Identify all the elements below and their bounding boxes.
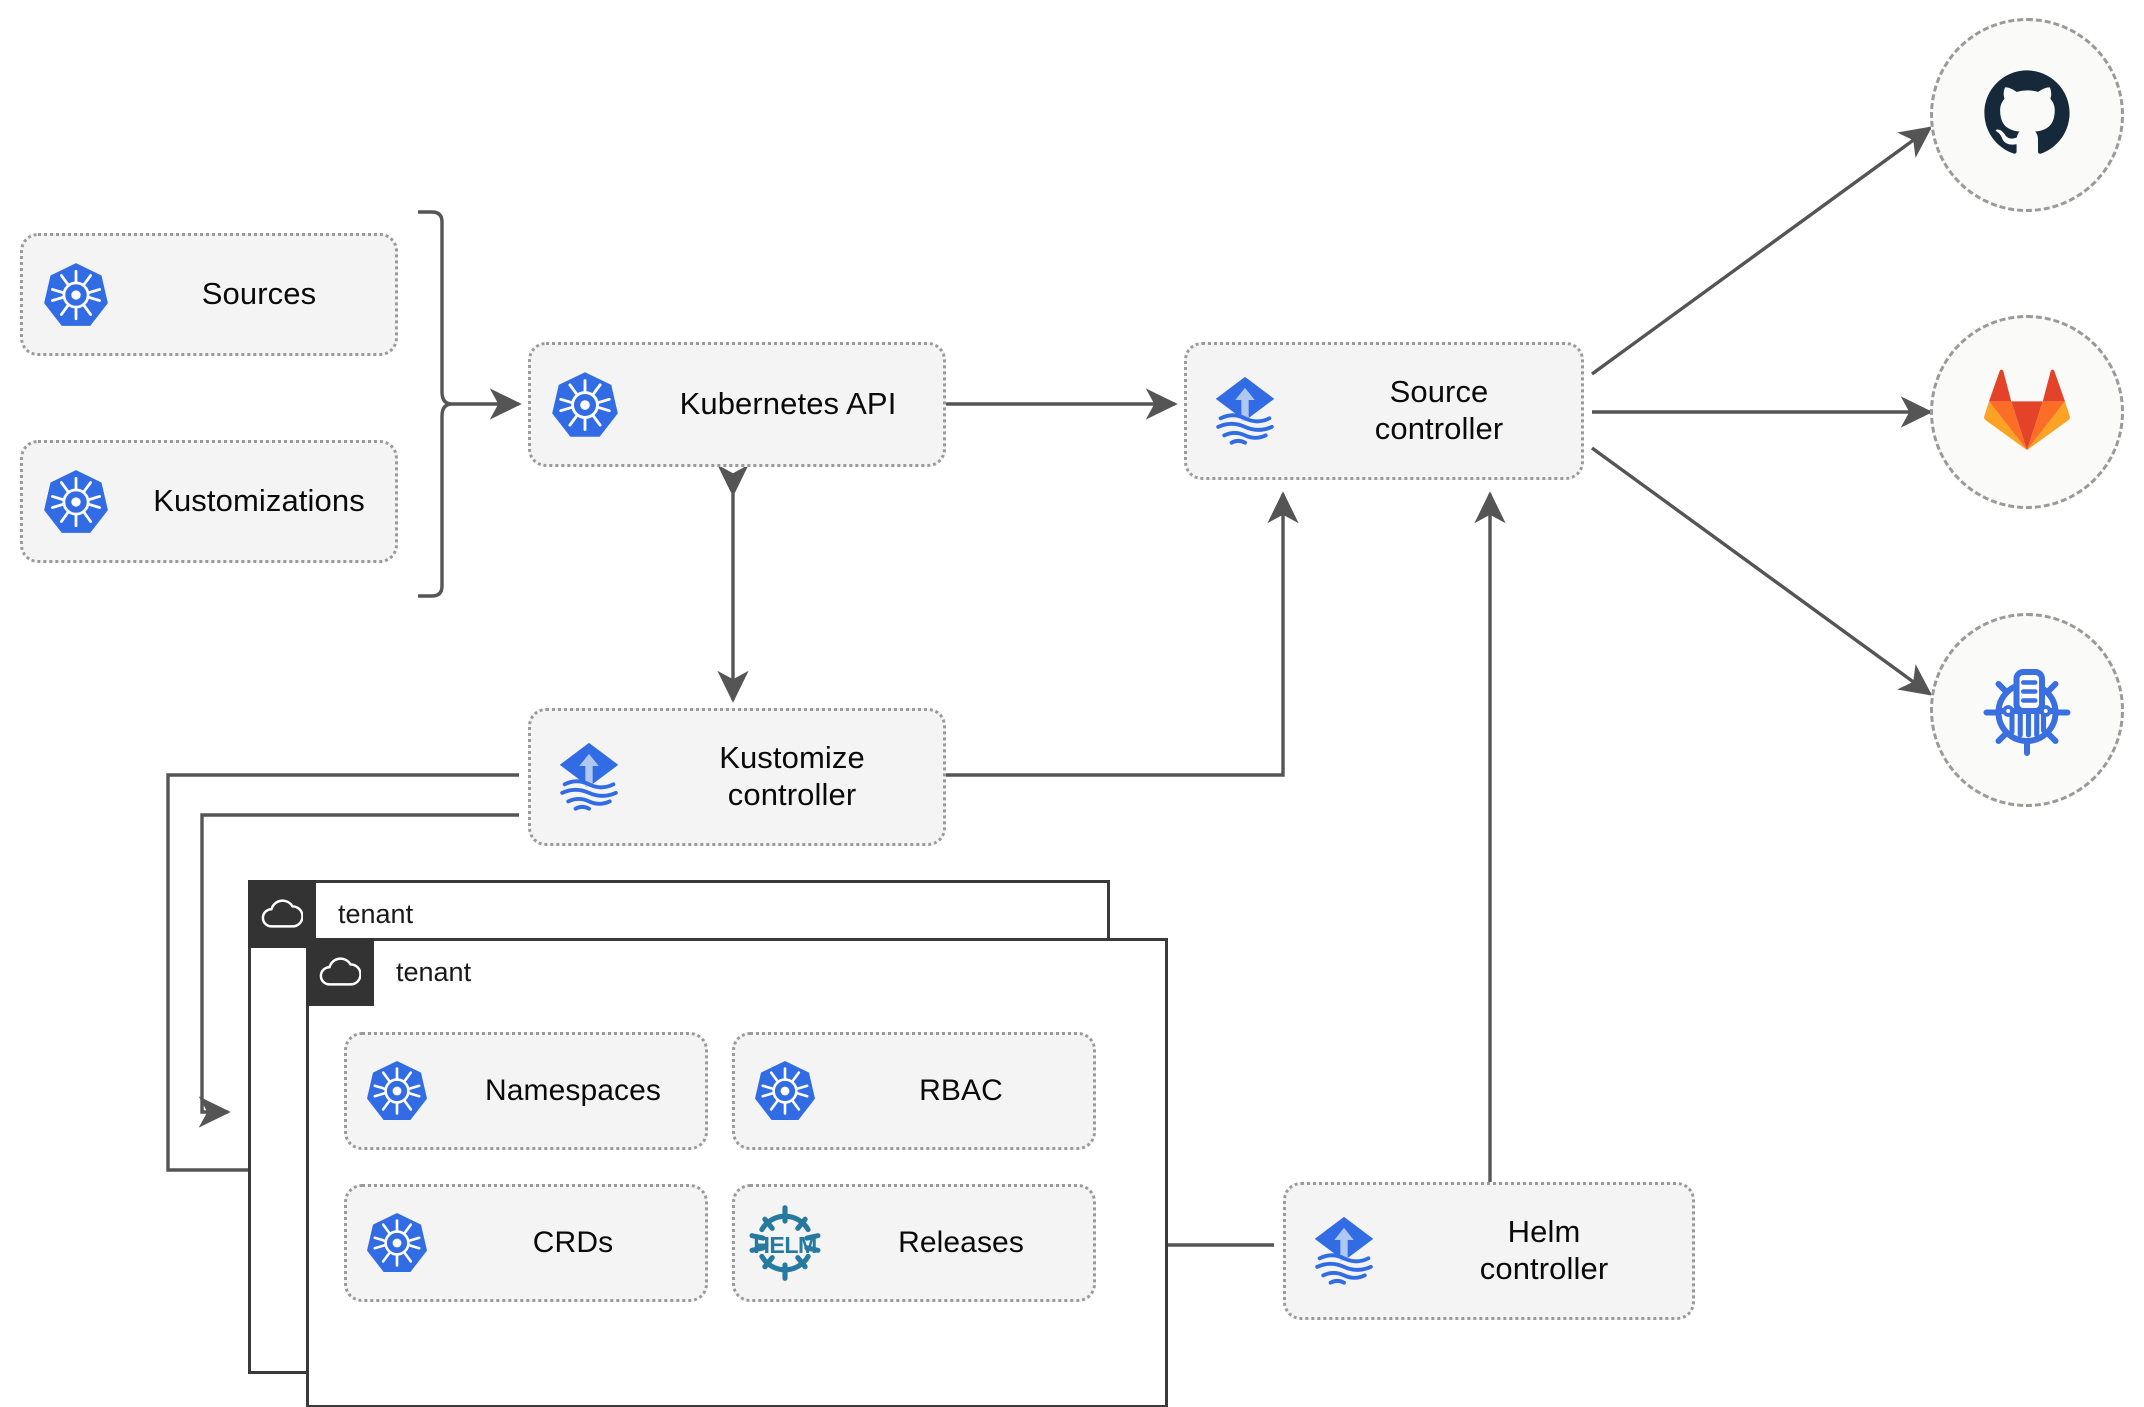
kubernetes-icon <box>735 1059 835 1123</box>
flux-icon <box>531 738 647 816</box>
kubernetes-icon <box>23 261 129 329</box>
node-label: Releases <box>898 1226 1024 1260</box>
node-label: Source controller <box>1374 374 1504 446</box>
node-label: Helm controller <box>1479 1214 1609 1286</box>
kubernetes-icon <box>347 1059 447 1123</box>
node-label: RBAC <box>919 1074 1003 1108</box>
node-label: Kubernetes API <box>679 386 897 422</box>
node-label: Namespaces <box>484 1074 662 1108</box>
helm-logo-icon: HELM <box>735 1204 835 1282</box>
kubernetes-icon <box>531 370 639 440</box>
node-releases[interactable]: HELM Releases <box>732 1184 1096 1302</box>
provider-github[interactable] <box>1930 18 2124 212</box>
connector-kustomize-to-source <box>945 491 1299 777</box>
provider-helm-repository[interactable] <box>1930 613 2124 807</box>
node-label: Kustomizations <box>153 483 365 519</box>
node-namespaces[interactable]: Namespaces <box>344 1032 708 1150</box>
kubernetes-icon <box>347 1211 447 1275</box>
provider-gitlab[interactable] <box>1930 315 2124 509</box>
tenant-inner[interactable]: tenant <box>306 938 1168 1407</box>
node-kustomizations[interactable]: Kustomizations <box>20 440 398 563</box>
tenant-label: tenant <box>396 956 472 987</box>
node-kubernetes-api[interactable]: Kubernetes API <box>528 342 946 467</box>
helm-repository-icon <box>1979 660 2075 761</box>
node-helm-controller[interactable]: Helm controller <box>1283 1182 1695 1320</box>
connector-inputs-bracket <box>418 210 453 598</box>
node-sources[interactable]: Sources <box>20 233 398 356</box>
node-source-controller[interactable]: Source controller <box>1184 342 1584 480</box>
node-label: Kustomize controller <box>719 740 865 812</box>
svg-text:HELM: HELM <box>753 1232 817 1258</box>
tenant-label: tenant <box>338 898 414 929</box>
connector-source-to-github <box>1590 126 1933 376</box>
tenant-header: tenant <box>306 938 471 1006</box>
flux-icon <box>1286 1212 1402 1290</box>
github-icon <box>1980 66 2074 165</box>
kubernetes-icon <box>23 468 129 536</box>
gitlab-icon <box>1981 367 2073 458</box>
node-crds[interactable]: CRDs <box>344 1184 708 1302</box>
connector-source-to-helmrepo <box>1590 446 1933 696</box>
node-rbac[interactable]: RBAC <box>732 1032 1096 1150</box>
node-label: Sources <box>201 276 317 312</box>
node-label: CRDs <box>532 1226 614 1260</box>
cloud-icon <box>306 938 374 1006</box>
flux-icon <box>1187 372 1303 450</box>
node-kustomize-controller[interactable]: Kustomize controller <box>528 708 946 846</box>
